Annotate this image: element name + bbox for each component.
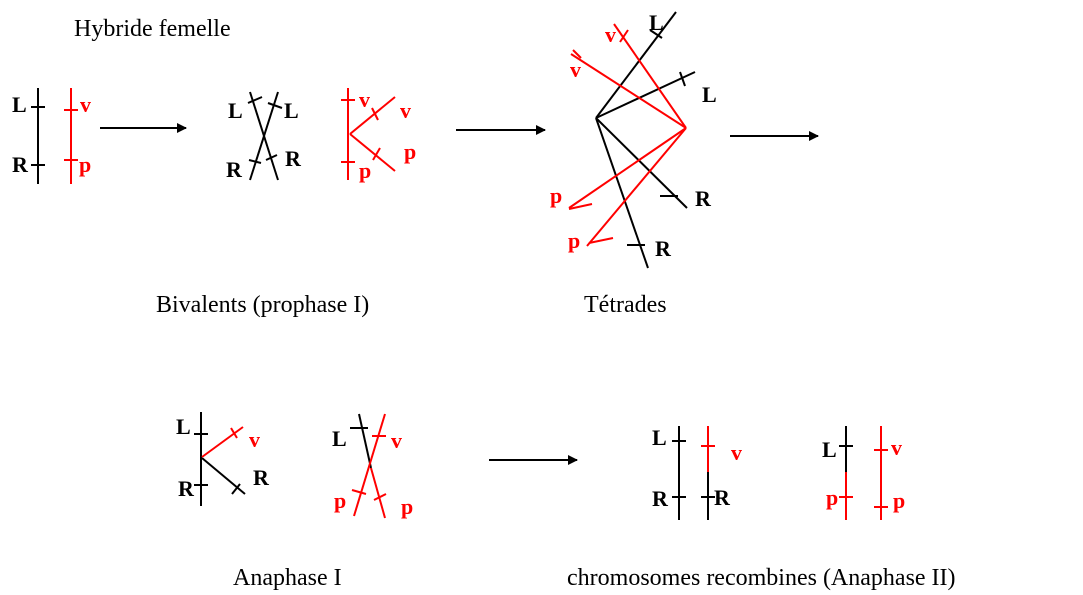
bivalent-p-right-label: p [404, 139, 416, 164]
hybrid-red-chromosome [64, 88, 78, 184]
caption-anaphase-2: chromosomes recombines (Anaphase II) [567, 565, 956, 591]
caption-tetrads: Tétrades [584, 292, 667, 318]
anaphase1-R-right-label: R [253, 465, 270, 490]
tetrad-p-lower-label: p [568, 228, 580, 253]
recombined-p-left-label: p [826, 485, 838, 510]
caption-bivalents: Bivalents (prophase I) [156, 292, 370, 318]
bivalent-v-right-label: v [400, 98, 411, 123]
tetrad-p-upper-label: p [550, 183, 562, 208]
recombined-chromosome-1 [672, 426, 686, 520]
tetrad-red-chromatids [568, 23, 687, 247]
bivalent-black-chromatids [247, 91, 283, 181]
anaphase1-cross-chromatids [350, 413, 387, 519]
tetrad-v-left-label: v [570, 57, 581, 82]
hybrid-black-chromosome [31, 88, 45, 184]
recombined-chromosome-4 [874, 426, 888, 520]
anaphase1-v-label: v [249, 427, 260, 452]
caption-hybrid-female: Hybride femelle [74, 16, 231, 42]
tetrad-L-top-label: L [649, 10, 664, 35]
recombined-chromosome-2 [701, 426, 715, 520]
bivalent-red-chromatids [341, 88, 396, 180]
anaphase1-red-arm [201, 426, 244, 458]
gene-L-label: L [12, 92, 27, 117]
anaphase1-p-right-label: p [401, 494, 413, 519]
bivalent-R-right-label: R [285, 146, 302, 171]
gene-v-label: v [80, 92, 91, 117]
anaphase1-L2-label: L [332, 426, 347, 451]
tetrad-R-lower-label: R [655, 236, 672, 261]
bivalent-L-left-label: L [228, 98, 243, 123]
anaphase1-L-label: L [176, 414, 191, 439]
recombined-v-label: v [731, 440, 742, 465]
gene-p-label: p [79, 152, 91, 177]
recombined-v2-label: v [891, 435, 902, 460]
bivalent-v-left-label: v [359, 87, 370, 112]
recombined-R-left-label: R [652, 486, 669, 511]
anaphase1-p-left-label: p [334, 488, 346, 513]
anaphase1-v2-label: v [391, 428, 402, 453]
tetrad-v-top-label: v [605, 22, 616, 47]
anaphase1-R-left-label: R [178, 476, 195, 501]
bivalent-R-left-label: R [226, 157, 243, 182]
recombined-L2-label: L [822, 437, 837, 462]
caption-anaphase-1: Anaphase I [233, 565, 342, 591]
bivalent-p-left-label: p [359, 158, 371, 183]
recombined-p-right-label: p [893, 488, 905, 513]
recombined-R-right-label: R [714, 485, 731, 510]
gene-R-label: R [12, 152, 29, 177]
tetrad-black-chromatids [595, 11, 696, 269]
tetrad-R-upper-label: R [695, 186, 712, 211]
bivalent-L-right-label: L [284, 98, 299, 123]
recombined-chromosome-3 [839, 426, 853, 520]
anaphase1-black-chromosome [194, 412, 246, 506]
tetrad-L-right-label: L [702, 82, 717, 107]
recombined-L-label: L [652, 425, 667, 450]
